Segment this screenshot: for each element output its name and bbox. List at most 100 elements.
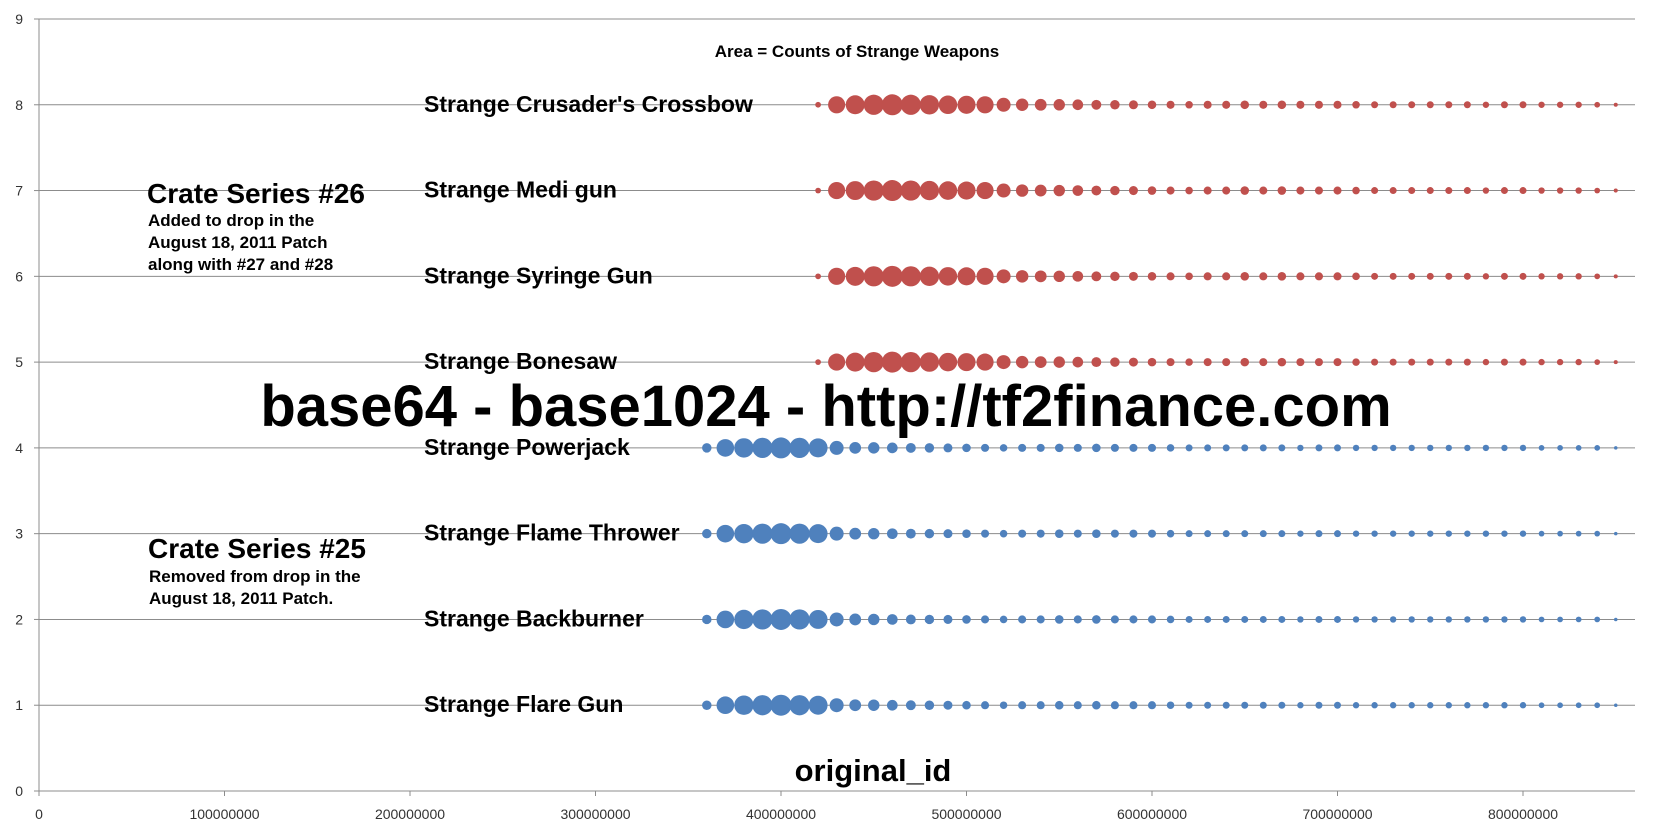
bubble-point xyxy=(1557,445,1563,451)
bubble-point xyxy=(1166,358,1175,367)
bubble-point xyxy=(770,694,792,716)
bubble-point xyxy=(1613,360,1618,365)
bubble-point xyxy=(1594,101,1601,108)
bubble-point xyxy=(905,528,916,539)
bubble-point xyxy=(1314,358,1323,367)
annotation-line: Added to drop in the xyxy=(148,211,314,230)
bubble-point xyxy=(1054,615,1064,624)
bubble-point xyxy=(1501,530,1508,537)
x-tick-label: 200000000 xyxy=(375,806,445,822)
bubble-point xyxy=(900,180,921,201)
bubble-point xyxy=(1594,359,1601,365)
bubble-point xyxy=(1427,702,1434,709)
bubble-point xyxy=(1482,702,1490,709)
bubble-point xyxy=(849,699,862,712)
bubble-point xyxy=(1501,444,1508,452)
bubble-point xyxy=(1352,100,1360,109)
bubble-point xyxy=(943,614,953,624)
bubble-point xyxy=(1389,187,1397,195)
bubble-point xyxy=(1147,529,1157,538)
bubble-point xyxy=(1072,356,1084,368)
bubble-point xyxy=(1166,701,1175,710)
bubble-point xyxy=(1314,100,1323,109)
bubble-point xyxy=(1185,358,1193,366)
bubble-point xyxy=(1166,615,1175,624)
bubble-point xyxy=(1575,358,1582,366)
bubble-point xyxy=(1389,358,1397,366)
bubble-point xyxy=(849,527,862,540)
series-label: Strange Syringe Gun xyxy=(424,262,653,288)
bubble-point xyxy=(1166,444,1175,452)
y-tick-label: 8 xyxy=(15,97,23,113)
bubble-point xyxy=(1482,530,1490,537)
bubble-point xyxy=(1557,702,1563,709)
bubble-point xyxy=(1241,701,1249,709)
bubble-point xyxy=(1352,444,1360,452)
bubble-point xyxy=(1575,616,1582,623)
bubble-point xyxy=(815,273,821,280)
annotation-line: along with #27 and #28 xyxy=(148,255,333,274)
bubble-point xyxy=(1296,358,1305,367)
bubble-point xyxy=(1427,616,1434,623)
bubble-point xyxy=(1278,701,1286,709)
bubble-point xyxy=(770,608,792,630)
bubble-point xyxy=(1092,615,1101,624)
bubble-point xyxy=(1371,616,1378,623)
bubble-point xyxy=(886,442,898,454)
bubble-point xyxy=(1557,530,1563,537)
bubble-point xyxy=(1482,187,1490,194)
bubble-point xyxy=(1464,530,1471,537)
bubble-point xyxy=(981,529,990,538)
bubble-point xyxy=(752,437,773,458)
bubble-point xyxy=(1073,443,1082,452)
bubble-point xyxy=(734,523,754,544)
bubble-point xyxy=(1091,99,1102,110)
bubble-point xyxy=(1297,444,1304,452)
y-tick-label: 4 xyxy=(15,440,23,456)
bubble-point xyxy=(1128,271,1138,281)
bubble-point xyxy=(1538,273,1545,280)
annotation-title: Crate Series #25 xyxy=(148,533,366,564)
bubble-point xyxy=(996,97,1011,112)
x-tick-label: 800000000 xyxy=(1488,806,1558,822)
bubble-point xyxy=(905,442,916,453)
bubble-point xyxy=(1204,615,1212,623)
bubble-point xyxy=(1519,187,1527,195)
bubble-point xyxy=(1389,101,1397,109)
bubble-point xyxy=(1352,530,1360,537)
bubble-point xyxy=(1519,702,1527,709)
annotation-crate-25: Crate Series #25 Removed from drop in th… xyxy=(148,533,366,608)
bubble-point xyxy=(1427,530,1434,537)
bubble-point xyxy=(1147,443,1157,452)
bubble-point xyxy=(1371,702,1378,709)
bubble-point xyxy=(1204,701,1212,709)
bubble-point xyxy=(1389,272,1397,280)
bubble-point xyxy=(1147,100,1157,110)
y-tick-label: 3 xyxy=(15,526,23,542)
bubble-point xyxy=(868,699,880,711)
bubble-point xyxy=(1500,187,1508,195)
bubble-point xyxy=(702,528,712,539)
bubble-point xyxy=(1185,272,1193,281)
bubble-point xyxy=(1594,702,1601,709)
annotation-title: Crate Series #26 xyxy=(147,178,365,209)
bubble-point xyxy=(808,695,828,715)
bubble-point xyxy=(999,701,1008,710)
bubble-point xyxy=(1166,529,1175,538)
bubble-point xyxy=(716,524,735,543)
bubble-point xyxy=(1166,100,1175,109)
bubble-point xyxy=(1241,615,1249,623)
bubble-point xyxy=(1500,101,1508,109)
bubble-point xyxy=(702,443,712,453)
bubble-point xyxy=(1036,529,1045,538)
bubble-point xyxy=(789,609,810,630)
bubble-point xyxy=(1222,530,1230,538)
bubble-point xyxy=(1018,701,1027,710)
bubble-point xyxy=(976,267,994,285)
bubble-point xyxy=(1166,186,1175,195)
bubble-point xyxy=(1129,529,1138,538)
bubble-point xyxy=(1204,530,1212,538)
bubble-point xyxy=(808,438,828,458)
bubble-point xyxy=(1073,615,1082,624)
bubble-point xyxy=(1185,530,1193,538)
